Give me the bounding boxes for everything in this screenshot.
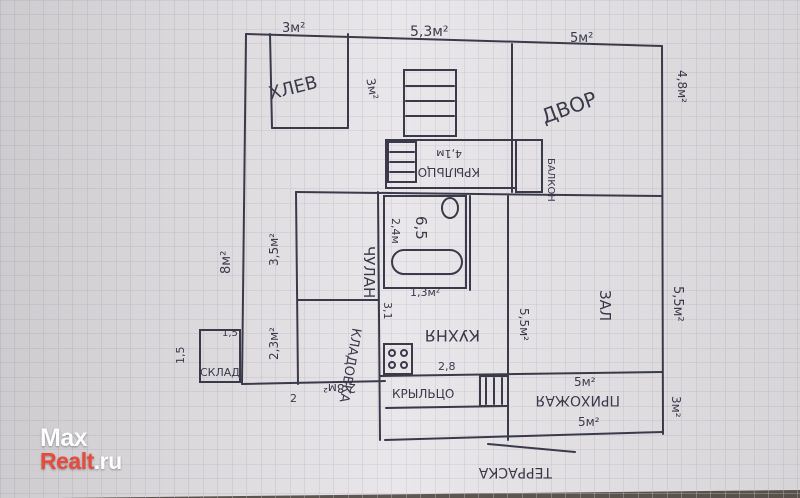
label-kuhnya: КУХНЯ [425,326,480,345]
dim-kladovka-side: 2,3м² [267,327,281,360]
dim-kitchen-bottom: 2,8 [438,360,456,373]
dim-sklad-top: 1,5 [222,328,238,339]
watermark-realt-domain: .ru [93,448,122,474]
dim-kitchen-side: 3,1 [381,302,394,320]
dim-kryltso-len: 4,1м [436,147,462,160]
dim-bath-area: 6,5 [412,216,430,240]
dim-small-left: 2 [290,392,297,405]
dim-prih-bottom: 5м² [578,415,600,429]
dim-sklad-side: 1,5 [174,347,187,365]
dim-prih-top: 5м² [574,375,596,389]
label-balkon: БАЛКОН [545,158,556,202]
dim-top-left: 3м² [282,21,305,36]
label-terraska: ТЕРРАСКА [478,464,553,480]
dim-top-right: 5м² [570,31,593,46]
dim-dvor-side: 4,8м² [675,70,689,103]
dim-left-wall: 8м² [219,251,234,274]
dim-kladovka-bottom: 2,8м² [323,381,356,395]
label-sklad: СКЛАД [200,366,240,379]
label-kryltso-bottom: КРЫЛЬЦО [392,387,454,401]
label-chulan: ЧУЛАН [360,246,378,298]
dim-zal-side: 5,5м² [670,286,685,322]
floor-plan-sketch [199,33,664,453]
dim-prih-side: 3м² [669,396,683,418]
dim-hlev-side: 3м² [363,77,381,101]
label-zal: ЗАЛ [596,290,614,321]
dim-chulan-side: 3,5м² [267,233,281,266]
dimension-labels: 3м² 5,3м² 5м² 3м² 4,8м² 8м² 3,5м² 2,3м² … [174,21,689,429]
label-kryltso-top: КРЫЛЬЦО [418,165,480,179]
dim-bath-bottom: 1,3м² [410,286,440,299]
watermark-realt-text: Realt.ru [40,448,122,474]
watermark-realt-brand: Realt [40,448,94,474]
label-prihozhaya: ПРИХОЖАЯ [536,392,620,408]
watermark-max: Max [40,424,88,452]
dim-kitchen-right: 5,5м² [517,308,531,341]
dim-top-mid: 5,3м² [410,24,448,40]
watermark-realt: Realt.ru [40,448,122,475]
dim-bath-side: 2,4м [389,218,402,244]
